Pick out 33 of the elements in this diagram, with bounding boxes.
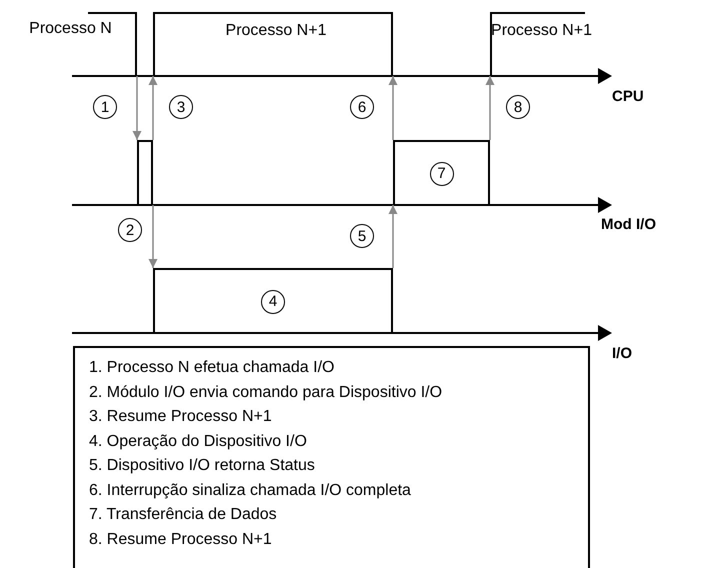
process-label: Processo N+1 xyxy=(226,22,326,40)
legend-item: 8. Resume Processo N+1 xyxy=(89,530,272,550)
legend-item: 1. Processo N efetua chamada I/O xyxy=(89,358,334,378)
callout-number: 2 xyxy=(118,218,142,242)
legend-item: 4. Operação do Dispositivo I/O xyxy=(89,432,307,452)
arrow xyxy=(388,76,398,140)
arrow xyxy=(388,205,398,268)
arrow xyxy=(486,76,494,140)
axis-label: I/O xyxy=(612,345,632,362)
legend-item: 3. Resume Processo N+1 xyxy=(89,407,272,427)
axis-label: Mod I/O xyxy=(601,216,656,233)
pulse-box xyxy=(137,140,153,205)
legend-item: 2. Módulo I/O envia comando para Dispositivo I/O xyxy=(89,382,442,402)
callout-number: 5 xyxy=(350,224,374,248)
legend-item: 6. Interrupção sinaliza chamada I/O completa xyxy=(89,480,411,500)
callout-number: 3 xyxy=(169,95,193,119)
interval-box xyxy=(393,140,490,205)
process-interval xyxy=(153,12,393,76)
arrow xyxy=(148,76,158,140)
arrow xyxy=(132,76,142,140)
callout-number: 1 xyxy=(93,95,117,119)
legend-item: 7. Transferência de Dados xyxy=(89,505,277,525)
arrow xyxy=(148,205,158,268)
callout-number: 8 xyxy=(506,95,530,119)
callout-number: 6 xyxy=(350,95,374,119)
callout-number: 7 xyxy=(430,162,454,186)
callout-number: 4 xyxy=(261,290,285,314)
process-label: Processo N+1 xyxy=(491,22,592,40)
process-label: Processo N xyxy=(29,20,112,38)
legend-box xyxy=(73,346,590,568)
axis-label: CPU xyxy=(612,88,644,105)
interval-box xyxy=(153,268,393,333)
legend-item: 5. Dispositivo I/O retorna Status xyxy=(89,456,315,476)
